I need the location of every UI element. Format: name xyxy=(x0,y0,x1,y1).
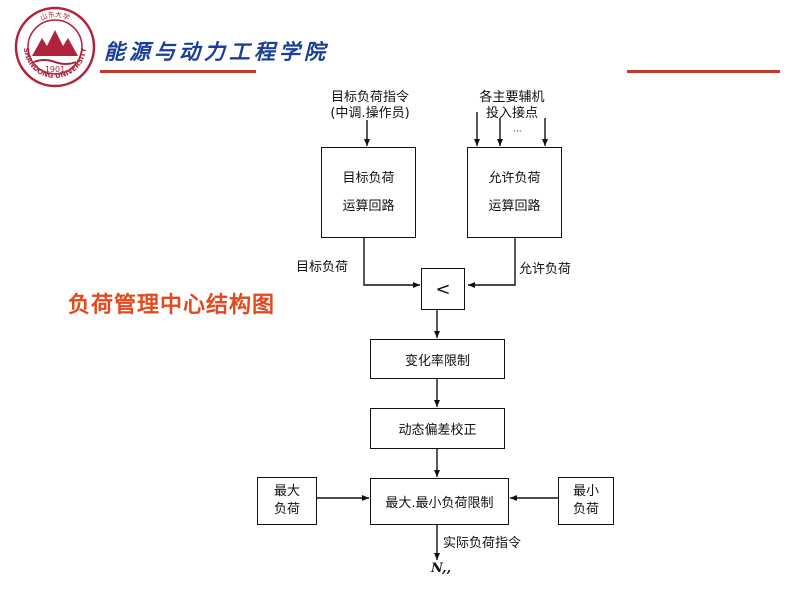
aux-inputs-line2: 投入接点 xyxy=(485,106,538,121)
allowed-calc-line1: 允许负荷 xyxy=(488,170,541,186)
output-symbol: N,, xyxy=(431,561,452,576)
logo-seal-icon: SHANDONG UNIVERSITY 山东大学 1901 xyxy=(14,6,96,88)
target-command-label: 目标负荷指令 (中调.操作员) xyxy=(314,90,426,122)
min-load-box: 最小 负荷 xyxy=(558,477,614,525)
min-selector-box: < xyxy=(421,268,465,310)
min-load-line2: 负荷 xyxy=(572,502,599,517)
maxmin-limit-box: 最大.最小负荷限制 xyxy=(370,478,509,525)
rate-limit-box: 变化率限制 xyxy=(370,339,505,379)
header-rule-left xyxy=(100,70,256,73)
target-load-calc-box: 目标负荷 运算回路 xyxy=(321,147,416,238)
line-target-to-min xyxy=(363,238,420,288)
max-load-box: 最大 负荷 xyxy=(257,477,317,525)
aux-inputs-label: 各主要辅机 投入接点 xyxy=(462,90,562,122)
section-title: 负荷管理中心结构图 xyxy=(68,293,276,318)
line-allowed-to-min xyxy=(468,238,516,288)
page-header-title: 能源与动力工程学院 xyxy=(104,39,329,64)
university-logo: SHANDONG UNIVERSITY 山东大学 1901 xyxy=(14,6,96,88)
output-label: 实际负荷指令 xyxy=(443,536,522,551)
header-rule-right xyxy=(627,70,780,73)
aux-inputs-dots: ··· xyxy=(513,127,522,137)
target-load-label: 目标负荷 xyxy=(296,260,349,275)
min-load-line1: 最小 xyxy=(572,484,599,499)
allowed-load-label: 允许负荷 xyxy=(519,262,572,277)
target-command-line2: (中调.操作员) xyxy=(330,106,410,121)
logo-year: 1901 xyxy=(45,65,65,74)
allowed-calc-line2: 运算回路 xyxy=(488,198,541,214)
target-calc-line2: 运算回路 xyxy=(342,198,395,214)
max-load-line1: 最大 xyxy=(273,484,300,499)
allowed-load-calc-box: 允许负荷 运算回路 xyxy=(467,147,562,238)
target-calc-line1: 目标负荷 xyxy=(342,170,395,186)
target-command-line1: 目标负荷指令 xyxy=(330,90,409,105)
aux-inputs-line1: 各主要辅机 xyxy=(479,90,545,105)
max-load-line2: 负荷 xyxy=(273,502,300,517)
dynamic-correction-box: 动态偏差校正 xyxy=(370,408,505,449)
